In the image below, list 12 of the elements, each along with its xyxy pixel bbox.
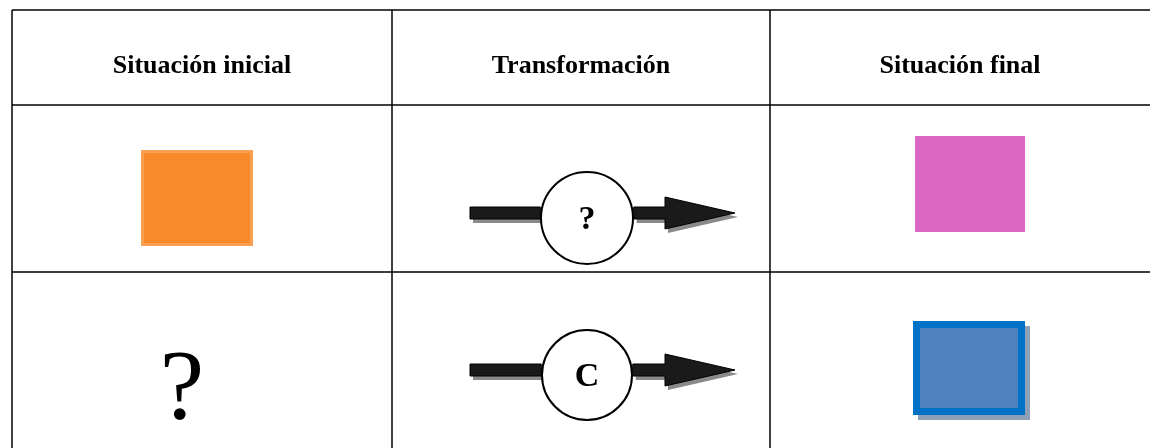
arrow: [469, 363, 545, 380]
column-header: Transformación: [491, 52, 671, 78]
circle-label: ?: [578, 199, 596, 237]
circle-label: C: [574, 356, 600, 394]
column-header: Situación inicial: [112, 52, 292, 78]
column-header: Situación final: [879, 52, 1041, 78]
arrow: [632, 353, 738, 390]
arrow: [469, 206, 544, 223]
question-mark: ?: [159, 335, 205, 435]
colored-square: [141, 150, 253, 246]
colored-square: [915, 136, 1025, 232]
arrow: [633, 196, 738, 233]
